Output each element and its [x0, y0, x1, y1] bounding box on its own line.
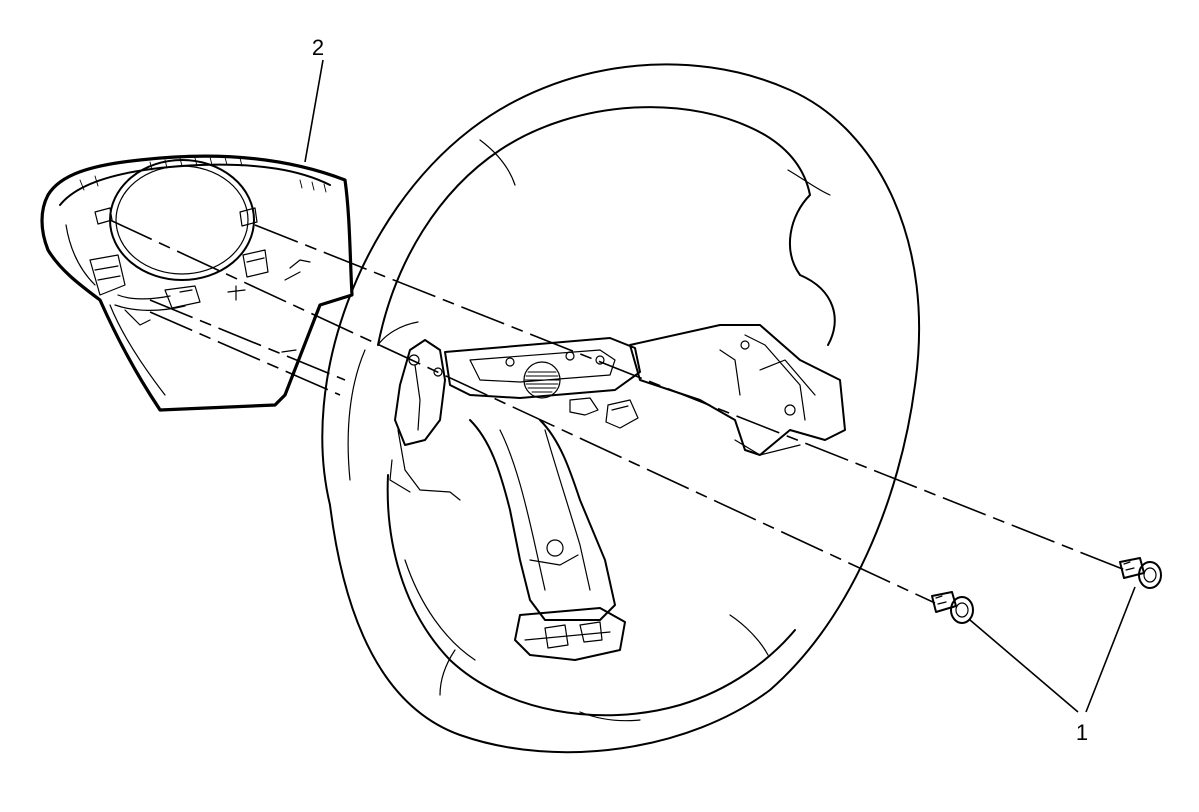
- leader-2: [304, 59, 324, 163]
- airbag-module: [40, 154, 354, 412]
- alignment-line-connector: [149, 299, 346, 381]
- steering-wheel-armature: [389, 324, 846, 661]
- alignment-line-lower: [109, 219, 936, 604]
- alignment-lines: [109, 219, 1126, 604]
- hub-disk-hatch: [524, 371, 560, 393]
- callout-label-1: 1: [1076, 720, 1088, 745]
- airbag-wire-connector: [89, 254, 201, 326]
- callout-leaders: [304, 59, 1136, 713]
- alignment-line-upper: [254, 224, 1126, 571]
- leader-1a: [969, 619, 1079, 713]
- mounting-bolt-left: [931, 591, 974, 624]
- mounting-bolt-right: [1119, 557, 1162, 589]
- leader-1b: [1085, 586, 1136, 713]
- callout-label-2: 2: [312, 35, 324, 60]
- steering-wheel-rim: [321, 63, 921, 754]
